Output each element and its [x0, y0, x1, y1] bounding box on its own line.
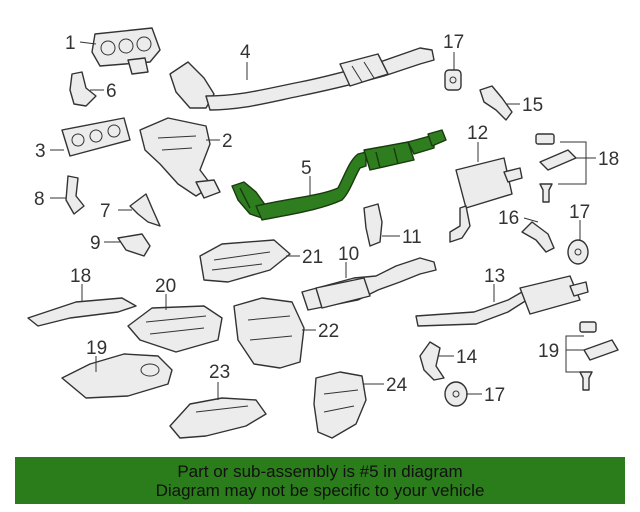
callout-5[interactable]: 5: [301, 158, 312, 179]
callout-10[interactable]: 10: [338, 244, 359, 265]
callout-17a[interactable]: 17: [443, 32, 464, 53]
callout-23[interactable]: 21: [302, 247, 323, 268]
part-1-manifold-gasket[interactable]: [91, 27, 161, 75]
part-9-bracket[interactable]: [117, 233, 151, 257]
part-17-rubber-hanger-top[interactable]: [444, 69, 462, 91]
banner-line-part-number: Part or sub-assembly is #5 in diagram: [177, 461, 463, 481]
part-22-heat-shield[interactable]: [127, 305, 223, 353]
part-17-rubber-hanger-bottom[interactable]: [444, 381, 468, 407]
callout-11[interactable]: 11: [402, 227, 422, 248]
part-info-banner: Part or sub-assembly is #5 in diagram Di…: [15, 457, 625, 504]
part-23-heat-shield[interactable]: [199, 239, 291, 283]
part-26-heat-shield[interactable]: [313, 371, 367, 439]
callout-18[interactable]: 18: [598, 149, 619, 170]
part-17-rubber-hanger-right[interactable]: [567, 239, 589, 265]
part-8-bracket[interactable]: [65, 175, 85, 215]
leader-18: [558, 141, 596, 185]
callout-13[interactable]: 13: [484, 266, 505, 287]
callout-2[interactable]: 2: [222, 131, 233, 152]
callout-24[interactable]: 22: [318, 321, 339, 342]
part-6-bracket[interactable]: [69, 71, 97, 107]
part-3-gasket[interactable]: [61, 117, 131, 157]
part-7-bracket[interactable]: [129, 193, 161, 227]
callout-26[interactable]: 24: [386, 375, 408, 396]
callout-6[interactable]: 6: [106, 81, 117, 102]
banner-line-disclaimer: Diagram may not be specific to your vehi…: [155, 480, 485, 500]
callout-17c[interactable]: 17: [484, 385, 505, 406]
part-15-hanger-bracket[interactable]: [479, 85, 513, 121]
part-19-clamp-bolt[interactable]: [579, 321, 619, 391]
callout-17b[interactable]: 17: [569, 202, 590, 223]
part-5-intermediate-pipe-highlighted[interactable]: [231, 129, 447, 221]
callout-7[interactable]: 7: [100, 201, 111, 222]
exhaust-parts-diagram: 1 6 3 2 8 7 9 4: [27, 27, 619, 439]
part-14-hanger-bracket[interactable]: [419, 341, 445, 381]
part-12-rear-muffler[interactable]: [449, 157, 523, 243]
part-11-hanger-bracket[interactable]: [363, 203, 383, 247]
callout-25[interactable]: 23: [209, 362, 230, 383]
part-16-hanger[interactable]: [521, 221, 555, 253]
callout-21[interactable]: 19: [86, 338, 107, 359]
callout-8[interactable]: 8: [34, 189, 45, 210]
callout-16[interactable]: 16: [498, 208, 519, 229]
part-25-heat-shield[interactable]: [169, 397, 267, 439]
callout-3[interactable]: 3: [35, 141, 46, 162]
callout-9[interactable]: 9: [90, 233, 101, 254]
part-13-rear-muffler[interactable]: [415, 275, 589, 327]
callout-14[interactable]: 14: [456, 347, 478, 368]
part-24-heat-shield[interactable]: [233, 297, 305, 369]
callout-22[interactable]: 20: [155, 276, 176, 297]
leader-1: [79, 41, 97, 45]
callout-20[interactable]: 18: [70, 266, 91, 287]
callout-1[interactable]: 1: [65, 33, 76, 54]
part-21-heat-shield[interactable]: [61, 353, 173, 399]
callout-19[interactable]: 19: [538, 341, 559, 362]
leader-16: [523, 217, 539, 223]
callout-15[interactable]: 15: [522, 95, 543, 116]
callout-12[interactable]: 12: [467, 123, 488, 144]
part-20-heat-shield[interactable]: [27, 297, 137, 327]
part-18-clamp-bolt[interactable]: [535, 133, 577, 203]
leader-19: [565, 335, 584, 373]
callout-4[interactable]: 4: [240, 42, 251, 63]
part-2-exhaust-manifold[interactable]: [139, 117, 221, 199]
part-4-front-pipe-catalytic-converter[interactable]: [169, 47, 435, 111]
part-10-center-muffler[interactable]: [301, 257, 437, 311]
